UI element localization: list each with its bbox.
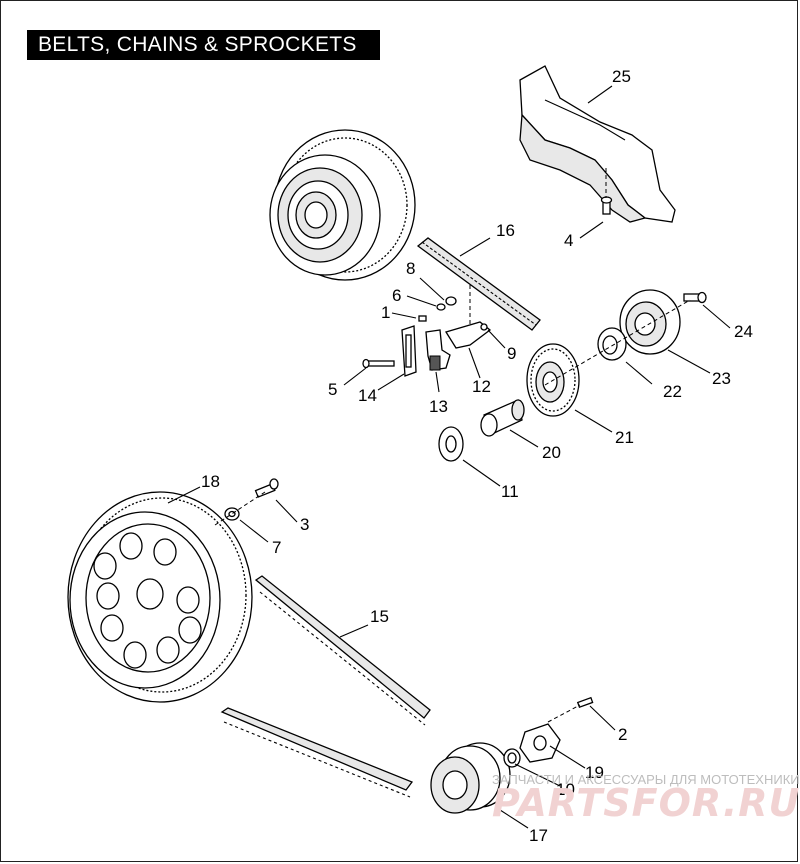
callout-18: 18 (201, 472, 220, 491)
callout-12: 12 (472, 377, 491, 396)
callout-13: 13 (429, 397, 448, 416)
rear-pulley-part[interactable] (67, 491, 253, 703)
callout-24: 24 (734, 322, 753, 341)
callout-5: 5 (328, 380, 337, 399)
callout-11: 11 (501, 482, 519, 501)
shaft-extension-part[interactable] (480, 399, 525, 437)
callout-7: 7 (272, 538, 281, 557)
transmission-sprocket-part[interactable] (430, 742, 511, 814)
tension-spring-part[interactable] (480, 323, 488, 331)
shoe-pad-part[interactable] (444, 321, 492, 349)
lock-plate-part[interactable] (519, 723, 561, 763)
tensioner-bracket-part[interactable] (401, 325, 417, 377)
bolt-part[interactable] (600, 196, 613, 215)
washer-part[interactable] (436, 303, 446, 311)
callout-10: 10 (556, 780, 575, 799)
callout-1: 1 (381, 303, 390, 322)
callout-9: 9 (507, 344, 516, 363)
pulley-washer-part[interactable] (224, 507, 240, 521)
rotor-bolt-part[interactable] (683, 291, 707, 304)
drive-belt-part[interactable] (220, 575, 431, 798)
callout-14: 14 (358, 386, 377, 405)
callout-16: 16 (496, 221, 515, 240)
primary-chain-part[interactable] (416, 237, 541, 331)
nut-part[interactable] (445, 296, 457, 306)
sprocket-nut-part[interactable] (503, 748, 521, 768)
callout-4: 4 (564, 231, 573, 250)
pin-part[interactable] (362, 358, 395, 369)
callout-20: 20 (542, 443, 561, 462)
rotor-part[interactable] (619, 289, 681, 355)
callout-2: 2 (618, 725, 627, 744)
lock-screw-part[interactable] (576, 696, 594, 709)
callout-6: 6 (392, 286, 401, 305)
chain-guard-part[interactable] (519, 65, 676, 223)
watermark-tagline: ЗАПЧАСТИ И АКСЕССУАРЫ ДЛЯ МОТОТЕХНИКИ (492, 772, 800, 787)
callout-3: 3 (300, 515, 309, 534)
callout-22: 22 (663, 382, 682, 401)
leader-lines (167, 85, 731, 829)
tensioner-shoe-part[interactable] (425, 329, 451, 371)
page-title: BELTS, CHAINS & SPROCKETS (27, 30, 380, 60)
callout-23: 23 (712, 369, 731, 388)
watermark-brand: PARTSFOR.RU (492, 781, 800, 825)
callout-8: 8 (406, 259, 415, 278)
callout-17: 17 (529, 826, 548, 845)
callout-15: 15 (370, 607, 389, 626)
callout-25: 25 (612, 67, 631, 86)
spacer-ring-part[interactable] (597, 327, 627, 361)
spacer-part[interactable] (438, 426, 464, 462)
pulley-bolt-part[interactable] (254, 478, 279, 498)
clutch-shell-part[interactable] (269, 129, 416, 281)
callout-19: 19 (585, 763, 604, 782)
callout-numbers: 1 2 3 4 5 6 7 8 9 10 11 12 13 14 15 16 1… (201, 67, 753, 845)
screw-part[interactable] (418, 315, 427, 322)
callout-21: 21 (615, 428, 634, 447)
